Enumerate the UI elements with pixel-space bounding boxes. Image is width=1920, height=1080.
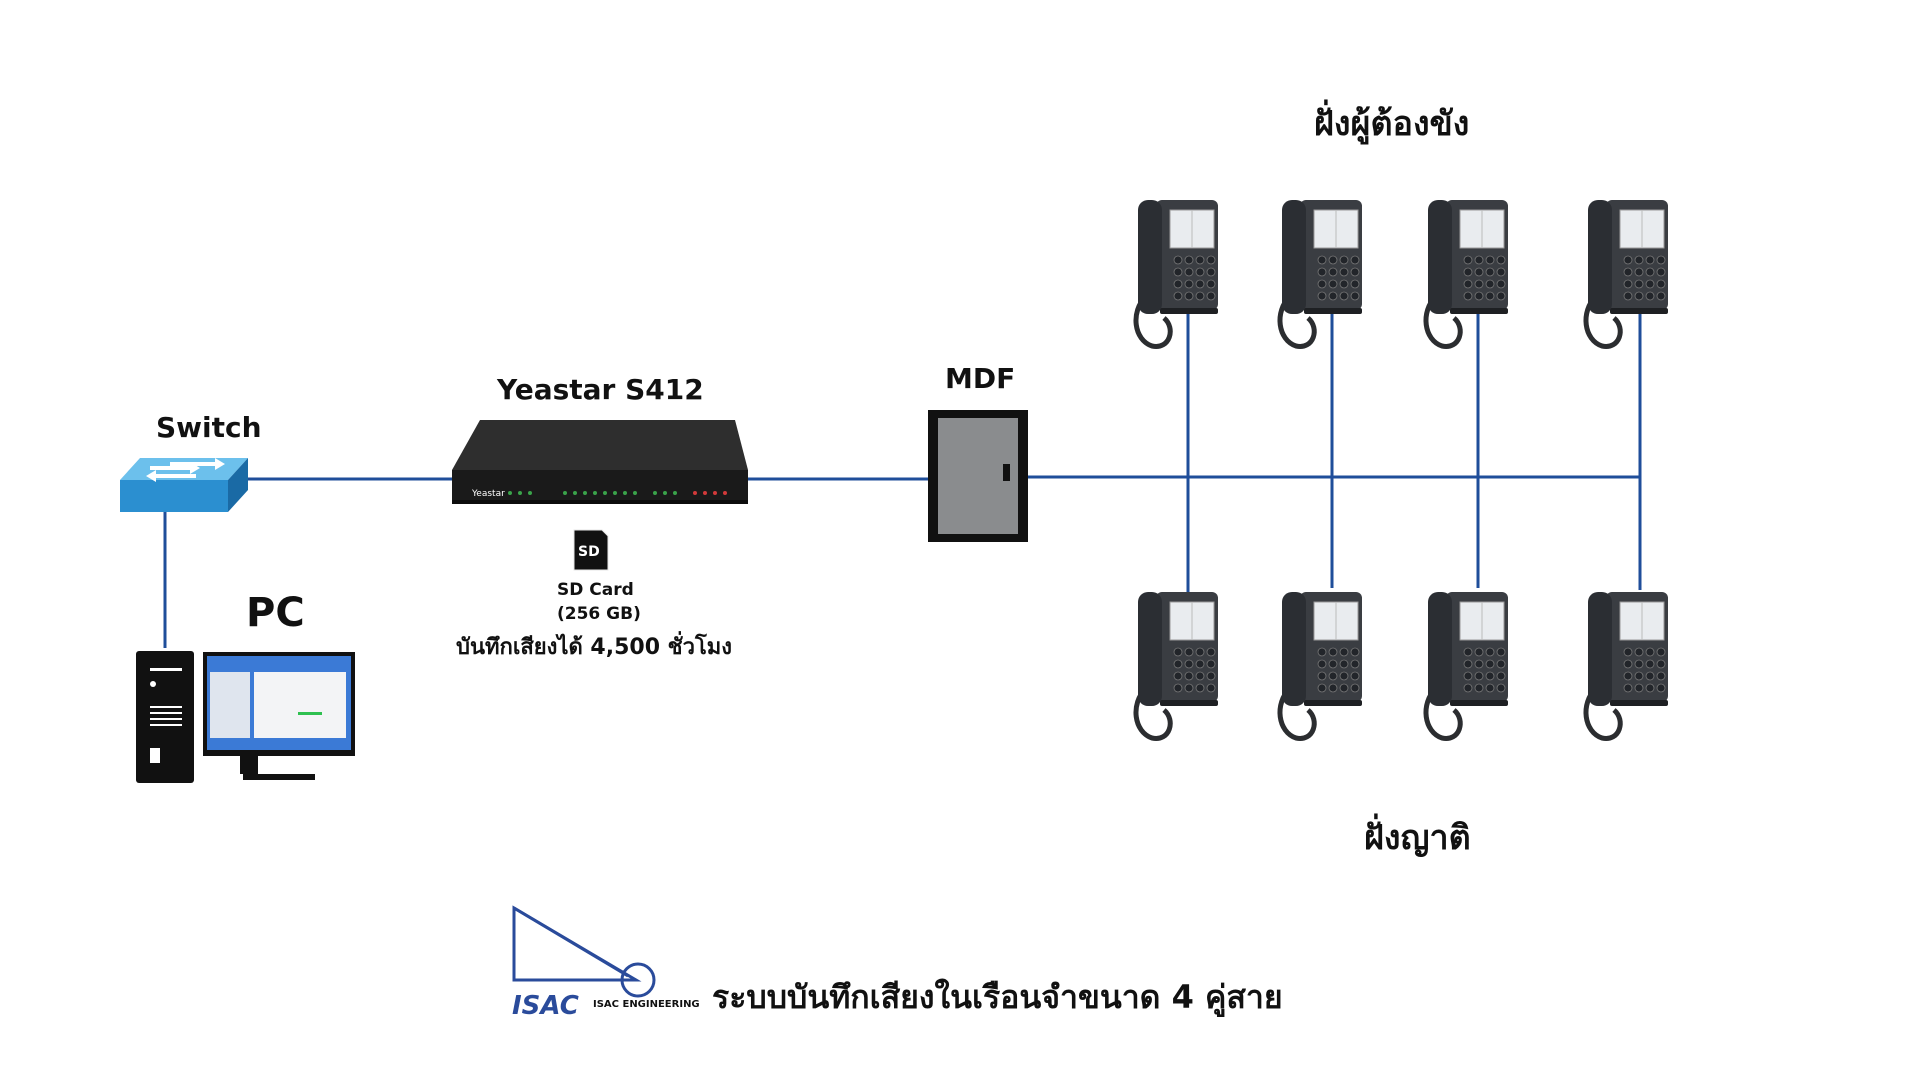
- pc-tower-icon: [136, 651, 194, 783]
- recording-capacity-text: บันทึกเสียงได้ 4,500 ชั่วโมง: [456, 635, 733, 660]
- sd-card-icon: SD: [573, 529, 609, 571]
- sd-card-icon-text: SD: [578, 544, 600, 560]
- relative-phone-1: [1133, 592, 1218, 741]
- mdf-cabinet-icon: [928, 410, 1028, 542]
- pbx-device: Yeastar: [452, 420, 748, 504]
- pc-icon: [136, 651, 355, 783]
- sd-card-label: SD Card: [557, 580, 634, 600]
- diagram-caption: ระบบบันทึกเสียงในเรือนจำขนาด 4 คู่สาย: [712, 978, 1283, 1016]
- pbx-label: Yeastar S412: [497, 373, 704, 406]
- mdf-label: MDF: [945, 362, 1016, 395]
- relative-phones: [1133, 592, 1668, 741]
- switch-label: Switch: [156, 411, 262, 444]
- inmate-side-heading: ฝั่งผู้ต้องขัง: [1314, 104, 1470, 144]
- isac-logo: [512, 905, 656, 998]
- inmate-phones: [1133, 200, 1668, 349]
- sd-card-capacity: (256 GB): [557, 604, 641, 624]
- inmate-phone-3: [1423, 200, 1508, 349]
- relative-phone-2: [1277, 592, 1362, 741]
- pbx-brand-label: Yeastar: [471, 489, 505, 499]
- isac-logo-text: ISAC: [512, 991, 579, 1021]
- monitor-icon: [203, 652, 355, 780]
- relative-side-heading: ฝั่งญาติ: [1364, 818, 1471, 858]
- relative-phone-4: [1583, 592, 1668, 741]
- pc-label: PC: [246, 590, 305, 636]
- inmate-phone-4: [1583, 200, 1668, 349]
- inmate-phone-1: [1133, 200, 1218, 349]
- isac-engineering-text: ISAC ENGINEERING: [593, 999, 700, 1010]
- relative-phone-3: [1423, 592, 1508, 741]
- inmate-phone-2: [1277, 200, 1362, 349]
- switch-icon: [120, 458, 248, 512]
- connection-lines: [163, 310, 1642, 648]
